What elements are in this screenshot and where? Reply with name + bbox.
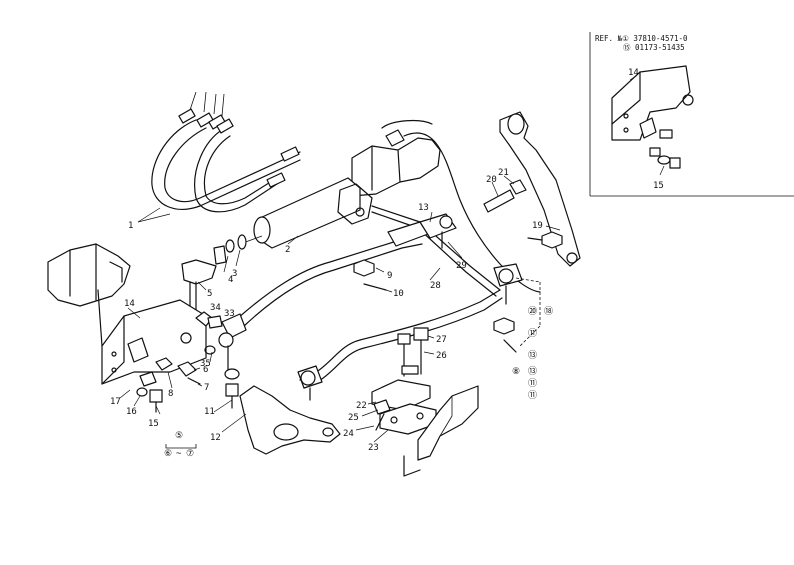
steering-arm-icon (224, 368, 341, 455)
callout-r11-b: ⑪ (528, 378, 537, 389)
group-callout-6: ⑥ (164, 449, 172, 459)
callout-24: 24 (343, 429, 354, 439)
callout-r20: ⑳ (528, 306, 537, 317)
callout-r11-c: ⑪ (528, 390, 537, 401)
callout-22: 22 (356, 401, 367, 411)
callout-r8: ⑧ (512, 367, 520, 377)
callout-4: 4 (228, 275, 233, 285)
callout-3: 3 (232, 269, 237, 279)
group-callout-7: ⑦ (186, 449, 194, 459)
callout-17: 17 (110, 397, 121, 407)
callout-21: 21 (498, 168, 509, 178)
callout-9: 9 (387, 271, 392, 281)
callout-34: 34 (210, 303, 221, 313)
callout-1: 1 (128, 221, 133, 231)
callout-12: 12 (210, 433, 221, 443)
hydraulic-hose-icon (151, 91, 301, 213)
tie-rod-icon (218, 213, 457, 373)
washer-nut-icon (213, 234, 247, 265)
callout-19: 19 (532, 221, 543, 231)
callout-15: 15 (148, 419, 159, 429)
callout-11: 11 (204, 407, 215, 417)
inset-frame (589, 32, 794, 197)
callout-6: 6 (203, 365, 208, 375)
callout-33: 33 (224, 309, 235, 319)
callout-25: 25 (348, 413, 359, 423)
power-cylinder-icon (239, 129, 441, 249)
callout-26: 26 (436, 351, 447, 361)
callout-r18: ⑱ (544, 306, 553, 317)
callout-2: 2 (285, 245, 290, 255)
callout-inset-14: 14 (628, 68, 639, 78)
nut-icon (353, 259, 387, 291)
callout-10: 10 (393, 289, 404, 299)
mount-bracket-icon (371, 327, 479, 477)
callout-27: 27 (436, 335, 447, 345)
group-callout: ⑤ ⑥ ~ ⑦ (164, 431, 197, 459)
callout-7: 7 (204, 383, 209, 393)
outer-tie-rod-icon (297, 263, 523, 401)
bracket-icon (47, 243, 207, 385)
callout-35: 35 (200, 359, 211, 369)
callout-29: 29 (456, 261, 467, 271)
callout-13: 13 (418, 203, 429, 213)
group-callout-5: ⑤ (175, 431, 183, 441)
bolt-icon (136, 311, 223, 413)
callout-28: 28 (430, 281, 441, 291)
callout-inset-15: 15 (653, 181, 664, 191)
callout-20: 20 (486, 175, 497, 185)
callout-14: 14 (124, 299, 135, 309)
group-callout-tilde: ~ (176, 449, 182, 459)
callout-5: 5 (207, 289, 212, 299)
callout-r13-a: ⑬ (528, 350, 537, 361)
inset-bracket-icon (611, 65, 694, 169)
reference-line-1: REF. №① 37810-4571-0 (595, 34, 688, 43)
pitman-arm-icon (483, 111, 581, 267)
callout-r11: ⑪ (528, 328, 537, 339)
callout-23: 23 (368, 443, 379, 453)
callout-18: 8 (168, 389, 173, 399)
reference-line-2: ⑮ 01173-51435 (623, 43, 685, 52)
callout-r13-b: ⑬ (528, 366, 537, 377)
callout-16: 16 (126, 407, 137, 417)
